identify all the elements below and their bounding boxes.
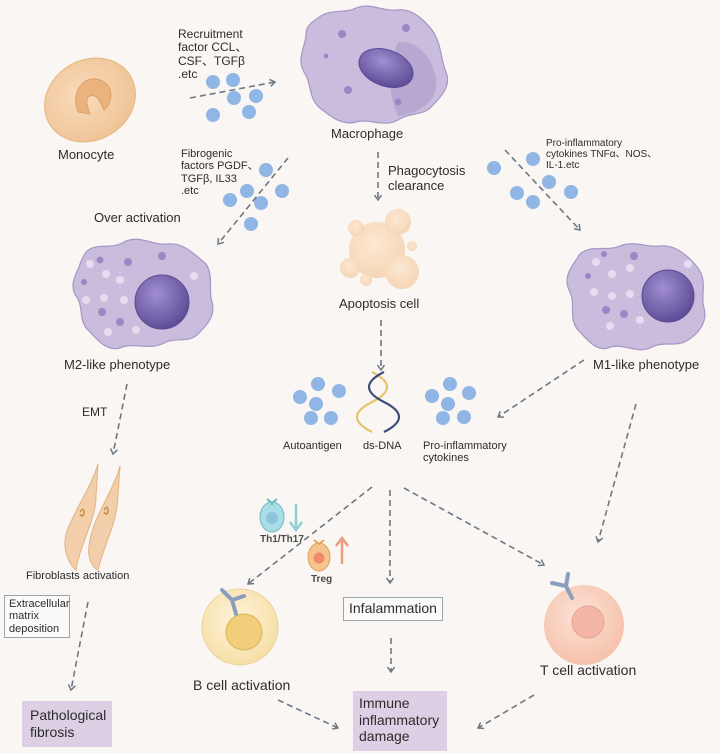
phagocytosis-clearance-label: Phagocytosis clearance [388, 163, 466, 193]
macrophage-cell-icon [300, 5, 449, 124]
th1-th17-cell-icon [259, 498, 285, 533]
proinflammatory-cytokines-top-label: Pro-inflammatory cytokines TNFα、NOS、 IL-… [546, 138, 658, 172]
apoptosis-cell-icon [340, 209, 419, 289]
arrow-tcell-to-damage [478, 694, 535, 728]
arrow-macrophage-to-m2 [218, 157, 289, 244]
proinflammatory-cytokines-mid-label: Pro-inflammatory cytokines [423, 440, 507, 465]
ds-dna-icon [355, 371, 401, 433]
cytokine-dot [206, 108, 220, 122]
cytokine-dot [457, 410, 471, 424]
arrow-m1-to-cytokines [498, 359, 585, 417]
b-cell-icon [201, 588, 279, 666]
arrow-fibroblasts-to-fibrosis [71, 601, 89, 690]
over-activation-label: Over activation [94, 210, 181, 225]
cytokine-dot [436, 411, 450, 425]
b-cell-activation-label: B cell activation [193, 677, 291, 693]
arrow-m1-to-tcell [598, 403, 637, 542]
arrows [71, 82, 637, 728]
fibrogenic-factors-label: Fibrogenic factors PGDF、 TGFβ, IL33 .etc [181, 148, 259, 197]
autoantigen-dots [293, 377, 346, 425]
arrow-dna-to-tcell [403, 487, 544, 565]
cytokine-dot [254, 196, 268, 210]
arrow-monocyte-to-macrophage [189, 82, 275, 99]
apoptosis-cell-label: Apoptosis cell [339, 296, 420, 311]
recruitment-dots [206, 73, 263, 122]
m2-phenotype-label: M2-like phenotype [64, 357, 171, 372]
macrophage-label: Macrophage [331, 126, 404, 141]
cytokine-dot [487, 161, 501, 175]
inflammation-box: Infalammation [343, 597, 443, 621]
treg-up-arrow-icon [335, 535, 349, 564]
cytokine-dot [244, 217, 258, 231]
recruitment-factors-label: Recruitment factor CCL、 CSF、TGFβ .etc [178, 27, 248, 82]
th1-th17-label: Th1/Th17 [260, 534, 304, 545]
monocyte-cell-icon [44, 57, 136, 143]
cytokine-dot [223, 193, 237, 207]
cytokine-dot [526, 152, 540, 166]
cytokine-dot [227, 91, 241, 105]
cytokine-dot [425, 389, 439, 403]
immune-inflammatory-damage-box: Immune inflammatory damage [353, 691, 447, 751]
cytokine-dot [441, 397, 455, 411]
m1-macrophage-cell-icon [566, 243, 706, 351]
t-cell-activation-label: T cell activation [540, 662, 637, 678]
autoantigen-label: Autoantigen [283, 440, 342, 452]
treg-cell-icon [307, 539, 331, 572]
ecm-deposition-box: Extracellular matrix deposition [4, 595, 70, 638]
cytokine-dot [293, 390, 307, 404]
emt-label: EMT [82, 405, 108, 419]
cytokine-dot [564, 185, 578, 199]
m1-phenotype-label: M1-like phenotype [593, 357, 700, 372]
cytokine-dot [242, 105, 256, 119]
cytokine-dot [510, 186, 524, 200]
cytokine-dot [240, 184, 254, 198]
cytokine-dot [324, 411, 338, 425]
cytokine-dot [249, 89, 263, 103]
cytokine-dot [443, 377, 457, 391]
cytokine-dot [275, 184, 289, 198]
arrow-dna-to-bcell [248, 486, 373, 584]
fibroblasts-activation-label: Fibroblasts activation [26, 570, 130, 582]
m2-macrophage-cell-icon [72, 238, 214, 350]
pathological-fibrosis-box: Pathological fibrosis [22, 701, 112, 747]
cytokine-dot [526, 195, 540, 209]
cytokine-dot [259, 163, 273, 177]
treg-label: Treg [311, 574, 333, 585]
fibrogenic-dots [223, 163, 289, 231]
proinflam-mid-dots [425, 377, 476, 425]
cytokine-dot [304, 411, 318, 425]
cytokine-clusters [206, 73, 578, 425]
th1-down-arrow-icon [289, 504, 303, 533]
cytokine-dot [311, 377, 325, 391]
cytokine-dot [206, 75, 220, 89]
arrow-m2-to-fibroblasts [113, 383, 128, 454]
fibroblasts-cell-icon [64, 463, 121, 571]
cytokine-dot [542, 175, 556, 189]
ds-dna-label: ds-DNA [363, 440, 402, 452]
cytokine-dot [332, 384, 346, 398]
monocyte-label: Monocyte [58, 147, 115, 162]
cytokine-dot [309, 397, 323, 411]
proinflam-top-dots [487, 152, 578, 209]
cytokine-dot [226, 73, 240, 87]
t-cell-icon [544, 572, 624, 665]
cytokine-dot [462, 386, 476, 400]
arrow-macrophage-to-m1 [504, 149, 580, 230]
arrow-bcell-to-damage [277, 699, 338, 728]
